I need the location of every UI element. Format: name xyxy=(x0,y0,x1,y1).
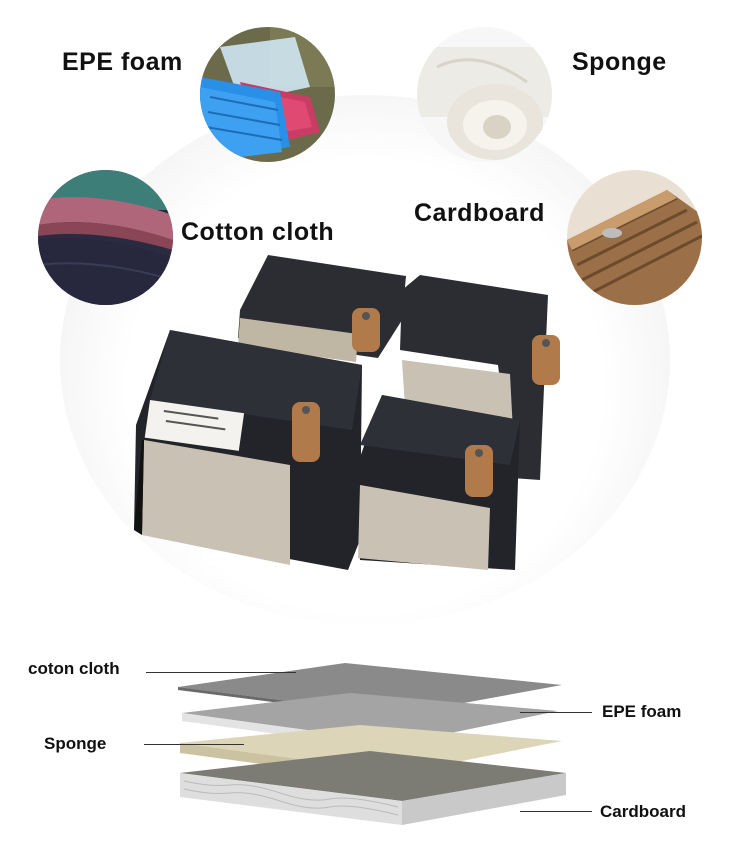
epe-foam-label: EPE foam xyxy=(62,48,183,76)
cardboard-swatch-image xyxy=(567,170,702,305)
sponge-swatch-image xyxy=(417,27,552,162)
gift-boxes-illustration xyxy=(134,255,560,570)
sponge-label: Sponge xyxy=(572,48,667,76)
sponge-layer-label: Sponge xyxy=(44,734,107,753)
cotton-cloth-swatch-image xyxy=(38,170,173,305)
cardboard-leader-line xyxy=(520,811,592,812)
coton-cloth-layer-label: coton cloth xyxy=(28,659,120,678)
cardboard-label: Cardboard xyxy=(414,199,545,227)
epe-foam-layer-label: EPE foam xyxy=(602,702,682,721)
cotton-cloth-label: Cotton cloth xyxy=(181,218,335,246)
epe-foam-leader-line xyxy=(520,712,592,713)
cardboard-layer-label: Cardboard xyxy=(600,802,686,821)
coton-cloth-leader-line xyxy=(146,672,296,673)
sponge-leader-line xyxy=(144,744,244,745)
epe-foam-swatch-image xyxy=(200,27,335,162)
material-layers-diagram xyxy=(178,663,566,825)
